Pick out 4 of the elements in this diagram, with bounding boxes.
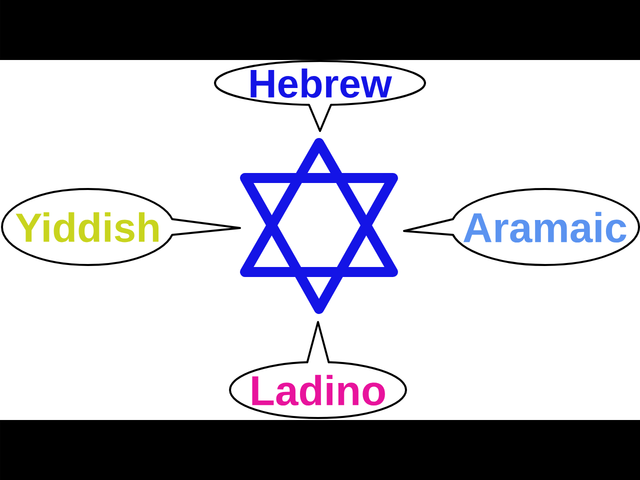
speech-bubble: Ladino	[229, 321, 407, 419]
speech-bubble: Aramaic	[403, 188, 640, 266]
speech-bubble: Hebrew	[214, 60, 426, 132]
speech-bubble: Yiddish	[1, 188, 241, 266]
